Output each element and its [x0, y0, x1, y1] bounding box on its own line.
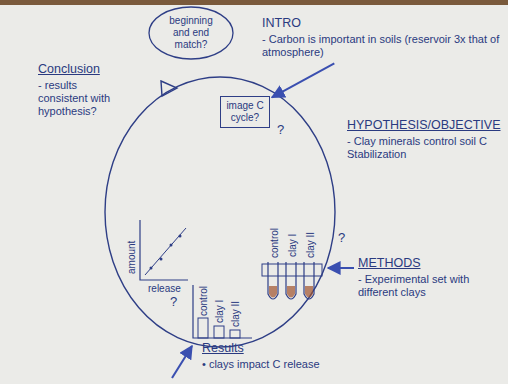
sketch-label: ?: [338, 232, 345, 244]
section-text: - Carbon is important in soils (reservoi…: [262, 33, 501, 59]
sketch-label: release: [148, 283, 181, 295]
tube-contents: [269, 286, 277, 298]
sketch-label: clay I: [287, 234, 299, 257]
sketch-label: clay II: [230, 301, 242, 327]
scatter-axes: [140, 220, 188, 280]
test-tube: [286, 262, 296, 299]
tube-rack: [262, 264, 322, 276]
sketch-label-holder: clay II: [305, 232, 317, 258]
image-box: image C cycle?: [220, 96, 270, 128]
sketch-label-holder: control: [269, 228, 281, 258]
cycle-circle: [105, 77, 335, 347]
data-dot: [160, 258, 163, 261]
section-text: beginning and end match?: [160, 15, 222, 51]
bar: [214, 326, 224, 338]
section-text: • clays impact C release: [202, 358, 394, 371]
bar: [198, 318, 208, 338]
section-text: image C cycle?: [224, 100, 266, 124]
tube-contents: [305, 286, 313, 298]
pointer-arrow: [172, 346, 192, 378]
section-text: - Experimental set with different clays: [358, 273, 502, 299]
bar: [230, 330, 240, 338]
sketch-label-holder: ?: [277, 124, 284, 136]
sketch-label: amount: [126, 241, 138, 274]
section-heading: Conclusion: [38, 62, 116, 77]
sketch-label: ?: [170, 296, 177, 308]
oval-shape: [149, 7, 233, 59]
sketch-label-holder: clay I: [214, 300, 226, 323]
sketch-label-holder: clay II: [230, 301, 242, 327]
question-oval: beginning and end match?: [148, 6, 234, 60]
methods-section: METHODS - Experimental set with different…: [354, 254, 506, 301]
sketch-label-holder: ?: [338, 232, 345, 244]
desk-strip: [0, 0, 508, 5]
sketch-label: control: [269, 228, 281, 258]
section-text: - results consistent with hypothesis?: [38, 79, 116, 119]
hypothesis-section: HYPOTHESIS/OBJECTIVE - Clay minerals cont…: [343, 116, 505, 163]
data-dot: [150, 267, 153, 270]
bar-axes: [193, 285, 252, 338]
conclusion-section: Conclusion - results consistent with hypo…: [34, 60, 120, 121]
sketch-label: clay II: [305, 232, 317, 258]
sketch-label: control: [198, 286, 210, 316]
data-dot: [170, 244, 173, 247]
section-heading: HYPOTHESIS/OBJECTIVE: [347, 118, 501, 133]
sketch-label-holder: ?: [170, 296, 177, 308]
sketch-label-holder: amount: [126, 241, 138, 274]
tube-contents: [287, 286, 295, 298]
cycle-arrowhead: [161, 81, 177, 96]
sketch-label-holder: release: [148, 283, 181, 295]
sketch-label: clay I: [214, 300, 226, 323]
section-heading: INTRO: [262, 16, 501, 31]
trend-line: [145, 228, 186, 275]
data-dot: [179, 235, 182, 238]
section-heading: Results: [202, 341, 394, 356]
flow-arrow: [272, 63, 334, 97]
test-tube: [268, 262, 278, 299]
section-text: - Clay minerals control soil C Stabiliza…: [347, 135, 501, 161]
intro-section: INTRO - Carbon is important in soils (res…: [258, 14, 505, 61]
sketch-label: ?: [277, 124, 284, 136]
sketch-label-holder: clay I: [287, 234, 299, 257]
sketch-label-holder: control: [198, 286, 210, 316]
results-section: Results • clays impact C release: [198, 339, 398, 373]
pointer-arrow: [328, 267, 354, 269]
section-heading: METHODS: [358, 256, 502, 271]
test-tube: [304, 262, 314, 299]
